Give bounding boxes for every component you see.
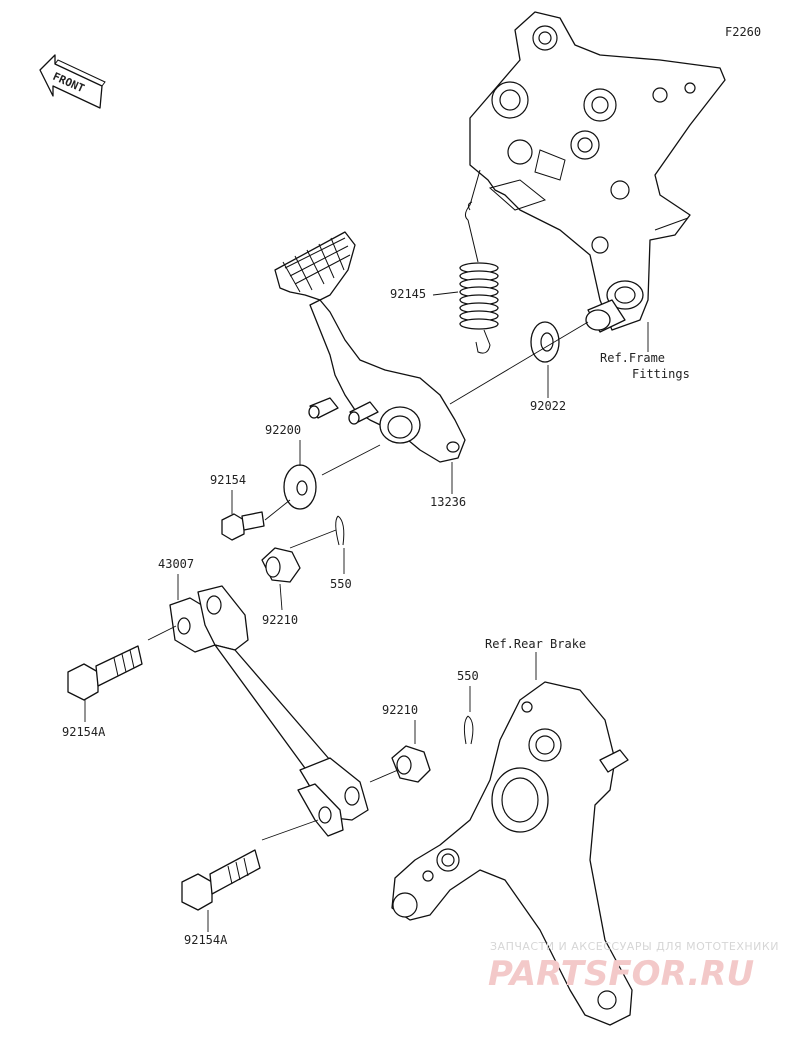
label-92200: 92200 — [265, 423, 301, 437]
label-550-lower: 550 — [457, 669, 479, 683]
front-arrow-icon: FRONT — [39, 54, 106, 109]
label-92022: 92022 — [530, 399, 566, 413]
bolt-92154a-upper — [67, 645, 143, 701]
label-92154a-lower: 92154A — [184, 933, 228, 947]
leader-lines — [84, 291, 649, 932]
label-92145: 92145 — [390, 287, 426, 301]
frame-bracket — [469, 11, 726, 333]
cotter-pin-550-upper — [335, 515, 345, 546]
label-43007: 43007 — [158, 557, 194, 571]
label-13236: 13236 — [430, 495, 466, 509]
bolt-92154 — [221, 511, 265, 541]
spring-92145 — [459, 169, 499, 354]
label-550-upper: 550 — [330, 577, 352, 591]
label-92154a-upper: 92154A — [62, 725, 106, 739]
brake-rod-43007 — [169, 585, 369, 837]
ref-fittings-label: Fittings — [632, 367, 690, 381]
diagram-code: F2260 — [725, 25, 761, 39]
label-92154: 92154 — [210, 473, 246, 487]
ref-rear-brake-label: Ref.Rear Brake — [485, 637, 586, 651]
brake-pedal-13236 — [274, 231, 466, 463]
cotter-pin-550-lower — [463, 715, 474, 745]
nut-92210-lower — [391, 745, 431, 783]
rear-brake-lever — [391, 681, 633, 1026]
label-92210-lower: 92210 — [382, 703, 418, 717]
washer-92200 — [283, 464, 317, 510]
label-92210-upper: 92210 — [262, 613, 298, 627]
nut-92210-upper — [261, 547, 301, 583]
ref-frame-label: Ref.Frame — [600, 351, 665, 365]
watermark-brand: PARTSFOR.RU — [488, 954, 754, 994]
watermark-tagline: ЗАПЧАСТИ И АКСЕССУАРЫ ДЛЯ МОТОТЕХНИКИ — [490, 940, 779, 953]
bolt-92154a-lower — [181, 849, 261, 911]
